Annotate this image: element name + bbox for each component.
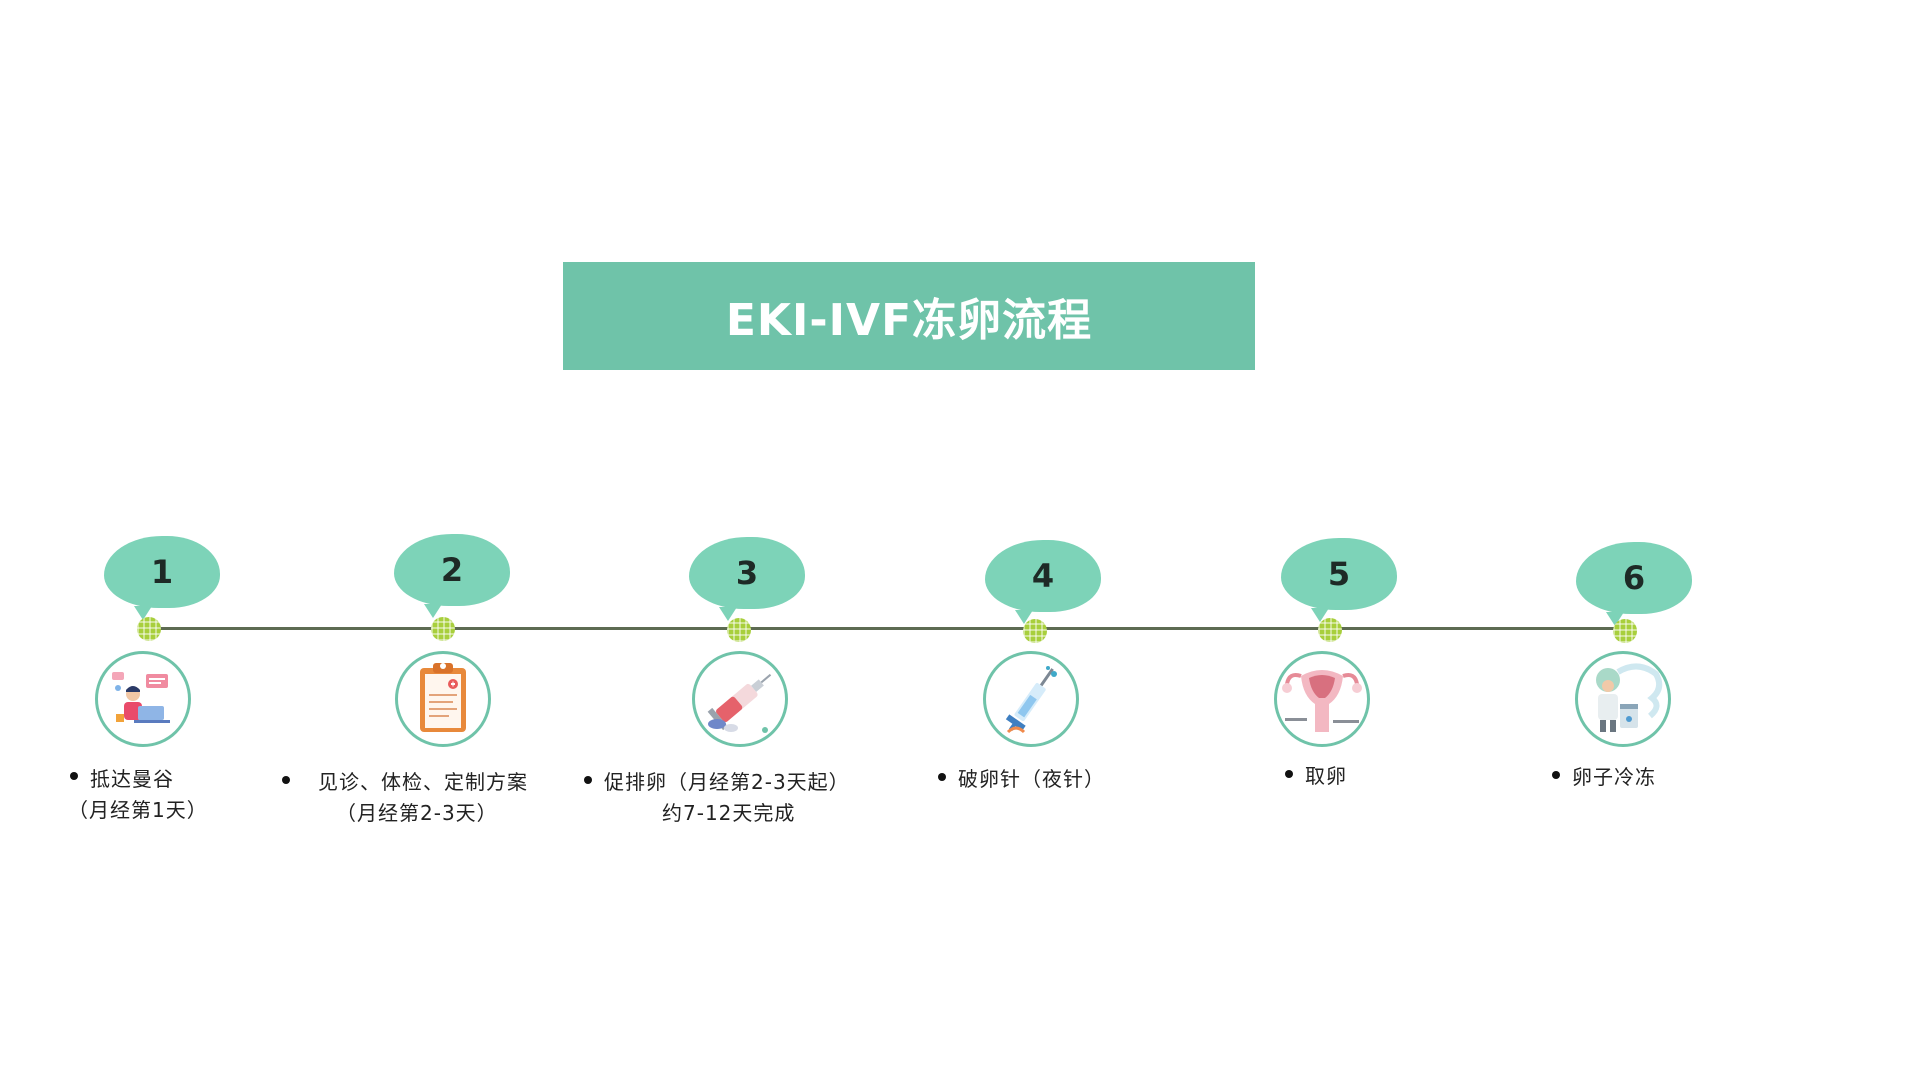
step-number-bubble: 3 — [689, 537, 805, 621]
step-label: 见诊、体检、定制方案 — [318, 770, 528, 794]
icon-circle — [1575, 651, 1671, 747]
icon-circle — [395, 651, 491, 747]
timeline-node — [1023, 619, 1047, 643]
step-number: 5 — [1327, 555, 1351, 593]
step-sublabel: （月经第1天） — [68, 798, 208, 822]
label-bullet — [70, 772, 78, 780]
icon-circle — [1274, 651, 1370, 747]
uterus-icon — [1282, 670, 1362, 732]
timeline-line — [150, 627, 1625, 630]
step-label: 破卵针（夜针） — [958, 767, 1105, 791]
step-number: 6 — [1622, 559, 1646, 597]
step-label: 卵子冷冻 — [1572, 765, 1656, 789]
step-number-bubble: 6 — [1576, 542, 1692, 626]
syringe-icon — [1005, 666, 1057, 734]
icon-circle — [692, 651, 788, 747]
step-number-bubble: 2 — [394, 534, 510, 618]
doctor-freezer-icon — [1596, 663, 1663, 732]
timeline-node — [137, 617, 161, 641]
label-bullet — [1552, 771, 1560, 779]
step-number-bubble: 4 — [985, 540, 1101, 624]
label-bullet — [282, 776, 290, 784]
step-number: 2 — [440, 551, 464, 589]
step-label: 取卵 — [1305, 764, 1347, 788]
step-sublabel: 约7-12天完成 — [662, 801, 796, 825]
step-number: 4 — [1031, 557, 1055, 595]
syringe-pills-icon — [707, 673, 772, 733]
icon-circle — [983, 651, 1079, 747]
timeline-node — [1318, 618, 1342, 642]
step-number-bubble: 1 — [104, 536, 220, 620]
step-sublabel: （月经第2-3天） — [336, 801, 498, 825]
step-number: 3 — [735, 554, 759, 592]
timeline-node — [727, 618, 751, 642]
step-label: 促排卵（月经第2-3天起） — [604, 770, 850, 794]
timeline-node — [1613, 619, 1637, 643]
step-label: 抵达曼谷 — [90, 767, 174, 791]
clipboard-icon — [420, 663, 466, 732]
timeline-node — [431, 617, 455, 641]
page-title: EKI-IVF冻卵流程 — [725, 295, 1093, 346]
step-number: 1 — [150, 553, 174, 591]
person-laptop-icon — [112, 672, 170, 723]
title-banner: EKI-IVF冻卵流程 — [563, 262, 1255, 370]
step-number-bubble: 5 — [1281, 538, 1397, 622]
label-bullet — [584, 776, 592, 784]
label-bullet — [1285, 770, 1293, 778]
label-bullet — [938, 773, 946, 781]
icon-circle — [95, 651, 191, 747]
